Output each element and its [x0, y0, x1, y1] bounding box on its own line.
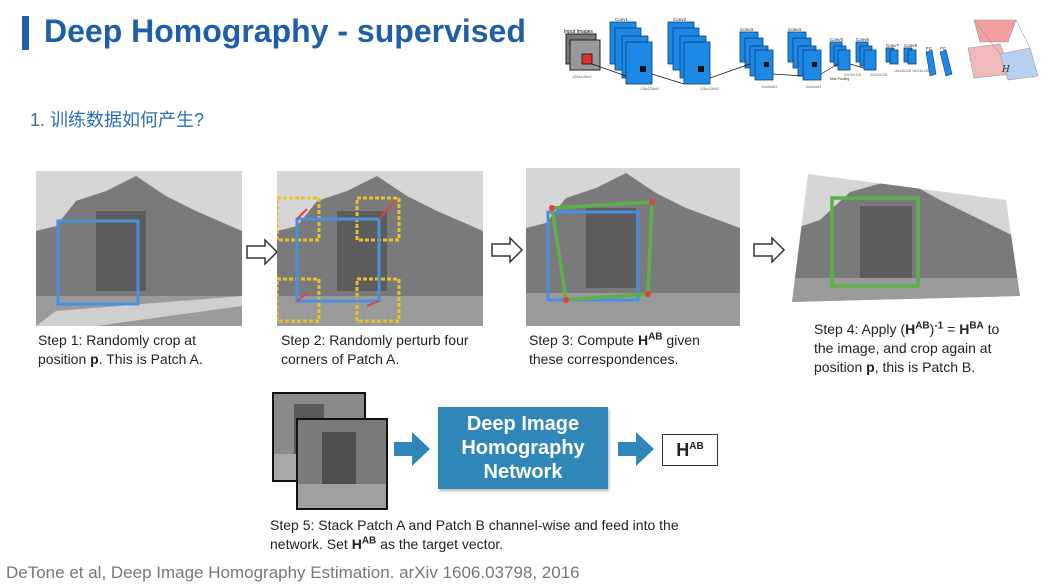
size-labels: 128x128x64 128x128x64 64x64x64 64x64x64 …: [640, 69, 929, 91]
connection-lines: [591, 63, 865, 85]
page-title: Deep Homography - supervised: [44, 13, 526, 49]
svg-text:128x128x2: 128x128x2: [572, 74, 592, 79]
svg-text:H: H: [1001, 65, 1010, 75]
step3-caption: Step 3: Compute HAB given these correspo…: [529, 331, 700, 367]
output-box: HAB: [662, 434, 718, 466]
svg-text:Conv1: Conv1: [615, 17, 629, 22]
arrow-right-icon: [618, 432, 654, 466]
svg-text:Conv8: Conv8: [904, 43, 918, 48]
building-image: [277, 171, 483, 326]
svg-text:128x128x64: 128x128x64: [700, 87, 719, 91]
svg-text:Conv5: Conv5: [830, 37, 844, 42]
architecture-diagram: Input Images 128x128x2 Conv1 Conv2 Conv3…: [564, 17, 1039, 91]
title-accent-bar: [22, 16, 29, 50]
svg-text:FC: FC: [940, 46, 947, 51]
pool-blocks: [640, 62, 817, 72]
step3-image: [526, 168, 740, 326]
svg-text:Conv2: Conv2: [673, 17, 687, 22]
svg-text:Conv4: Conv4: [788, 27, 802, 32]
patch-b: [830, 196, 920, 288]
building-image: [36, 171, 242, 326]
patch-b-thumbnail: [296, 418, 388, 510]
svg-text:64x64x64: 64x64x64: [806, 85, 821, 89]
svg-text:Input Images: Input Images: [564, 29, 593, 35]
arrow-right-icon: [753, 236, 786, 264]
step2-caption: Step 2: Randomly perturb four corners of…: [281, 332, 469, 367]
step5-caption: Step 5: Stack Patch A and Patch B channe…: [270, 517, 679, 552]
fc-layers: [925, 49, 953, 77]
svg-text:64x64x64: 64x64x64: [762, 85, 777, 89]
svg-text:16x16x128: 16x16x128: [894, 69, 911, 73]
svg-text:Conv7: Conv7: [886, 43, 900, 48]
network-box: Deep Image Homography Network: [438, 407, 608, 489]
arrow-right-icon: [246, 238, 279, 266]
patch-a: [295, 217, 381, 303]
conv-blocks: [609, 21, 917, 85]
step4-caption: Step 4: Apply (HAB)-1 = HBA to the image…: [814, 320, 1000, 375]
svg-text:32x32x128: 32x32x128: [870, 73, 887, 77]
arrow-right-icon: [394, 432, 430, 466]
patch-a: [546, 210, 640, 302]
conv-labels: Conv1 Conv2 Conv3 Conv4 Conv5 Conv6 Conv…: [615, 17, 947, 51]
svg-text:32x32x128: 32x32x128: [844, 73, 861, 77]
svg-text:Max Pooling: Max Pooling: [830, 77, 849, 81]
arrow-right-icon: [491, 236, 524, 264]
building-image: [526, 168, 740, 326]
svg-text:FC: FC: [926, 46, 933, 51]
step4-image: [792, 174, 1020, 302]
svg-text:Conv3: Conv3: [740, 27, 754, 32]
input-images: Input Images 128x128x2: [564, 29, 601, 79]
step1-image: [36, 171, 242, 326]
homography-illustration: H: [967, 19, 1039, 81]
section-subtitle: 1. 训练数据如何产生?: [30, 110, 205, 130]
svg-text:128x128x64: 128x128x64: [640, 87, 659, 91]
svg-text:Conv6: Conv6: [856, 37, 870, 42]
citation: DeTone et al, Deep Image Homography Esti…: [6, 563, 580, 582]
patch-a: [56, 219, 140, 306]
step2-image: [277, 171, 483, 326]
step1-caption: Step 1: Randomly crop at position p. Thi…: [38, 332, 203, 367]
svg-text:16x16x128: 16x16x128: [912, 69, 929, 73]
